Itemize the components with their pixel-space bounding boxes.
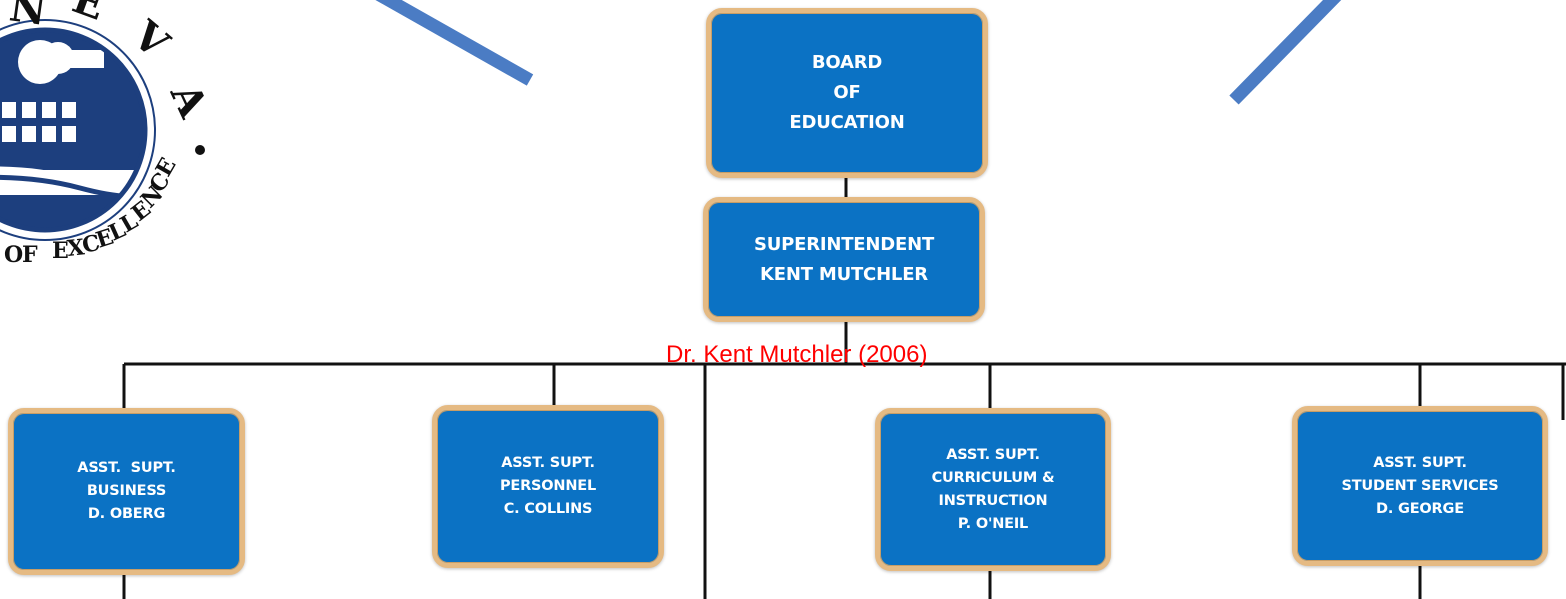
board-of-education-box: BOARD OF EDUCATION — [706, 8, 988, 178]
svg-text:F: F — [22, 242, 38, 268]
asst-supt-business-box: ASST. SUPT. BUSINESS D. OBERG — [8, 408, 245, 575]
curriculum-dept-1: CURRICULUM & — [931, 469, 1055, 486]
business-title: ASST. SUPT. — [77, 460, 176, 476]
board-line-2: OF — [833, 82, 861, 103]
personnel-dept: PERSONNEL — [499, 478, 597, 494]
curriculum-title: ASST. SUPT. — [946, 446, 1040, 463]
svg-text:O: O — [4, 242, 23, 268]
school-seal-logo: N E V A E C N E L L E C X E F O — [0, 0, 218, 268]
accent-stroke-left — [375, 0, 534, 86]
curriculum-dept-2: INSTRUCTION — [938, 492, 1048, 509]
svg-text:E: E — [52, 238, 69, 264]
board-line-3: EDUCATION — [789, 112, 905, 133]
svg-text:C: C — [80, 230, 103, 259]
svg-text:E: E — [93, 224, 117, 254]
chart-caption: Dr. Kent Mutchler (2006) — [666, 341, 928, 368]
student-dept: STUDENT SERVICES — [1341, 477, 1499, 494]
superintendent-box: SUPERINTENDENT KENT MUTCHLER — [703, 197, 985, 322]
personnel-name: C. COLLINS — [503, 501, 593, 517]
svg-text:A: A — [161, 75, 218, 125]
svg-text:E: E — [67, 0, 112, 30]
business-name: D. OBERG — [87, 506, 166, 522]
board-line-1: BOARD — [811, 52, 883, 73]
svg-text:V: V — [123, 11, 178, 68]
connector-lines — [122, 176, 1566, 599]
accent-stroke-right — [1229, 0, 1342, 105]
superintendent-name: KENT MUTCHLER — [760, 263, 928, 285]
student-name: D. GEORGE — [1376, 500, 1464, 517]
personnel-title: ASST. SUPT. — [501, 455, 595, 471]
svg-text:X: X — [66, 234, 87, 262]
superintendent-title: SUPERINTENDENT — [753, 233, 935, 255]
business-dept: BUSINESS — [86, 483, 167, 499]
curriculum-name: P. O'NEIL — [957, 515, 1029, 532]
student-title: ASST. SUPT. — [1373, 454, 1467, 471]
svg-text:N: N — [7, 0, 50, 35]
asst-supt-curriculum-box: ASST. SUPT. CURRICULUM & INSTRUCTION P. … — [875, 408, 1111, 571]
asst-supt-student-services-box: ASST. SUPT. STUDENT SERVICES D. GEORGE — [1292, 406, 1548, 566]
asst-supt-personnel-box: ASST. SUPT. PERSONNEL C. COLLINS — [432, 405, 664, 568]
